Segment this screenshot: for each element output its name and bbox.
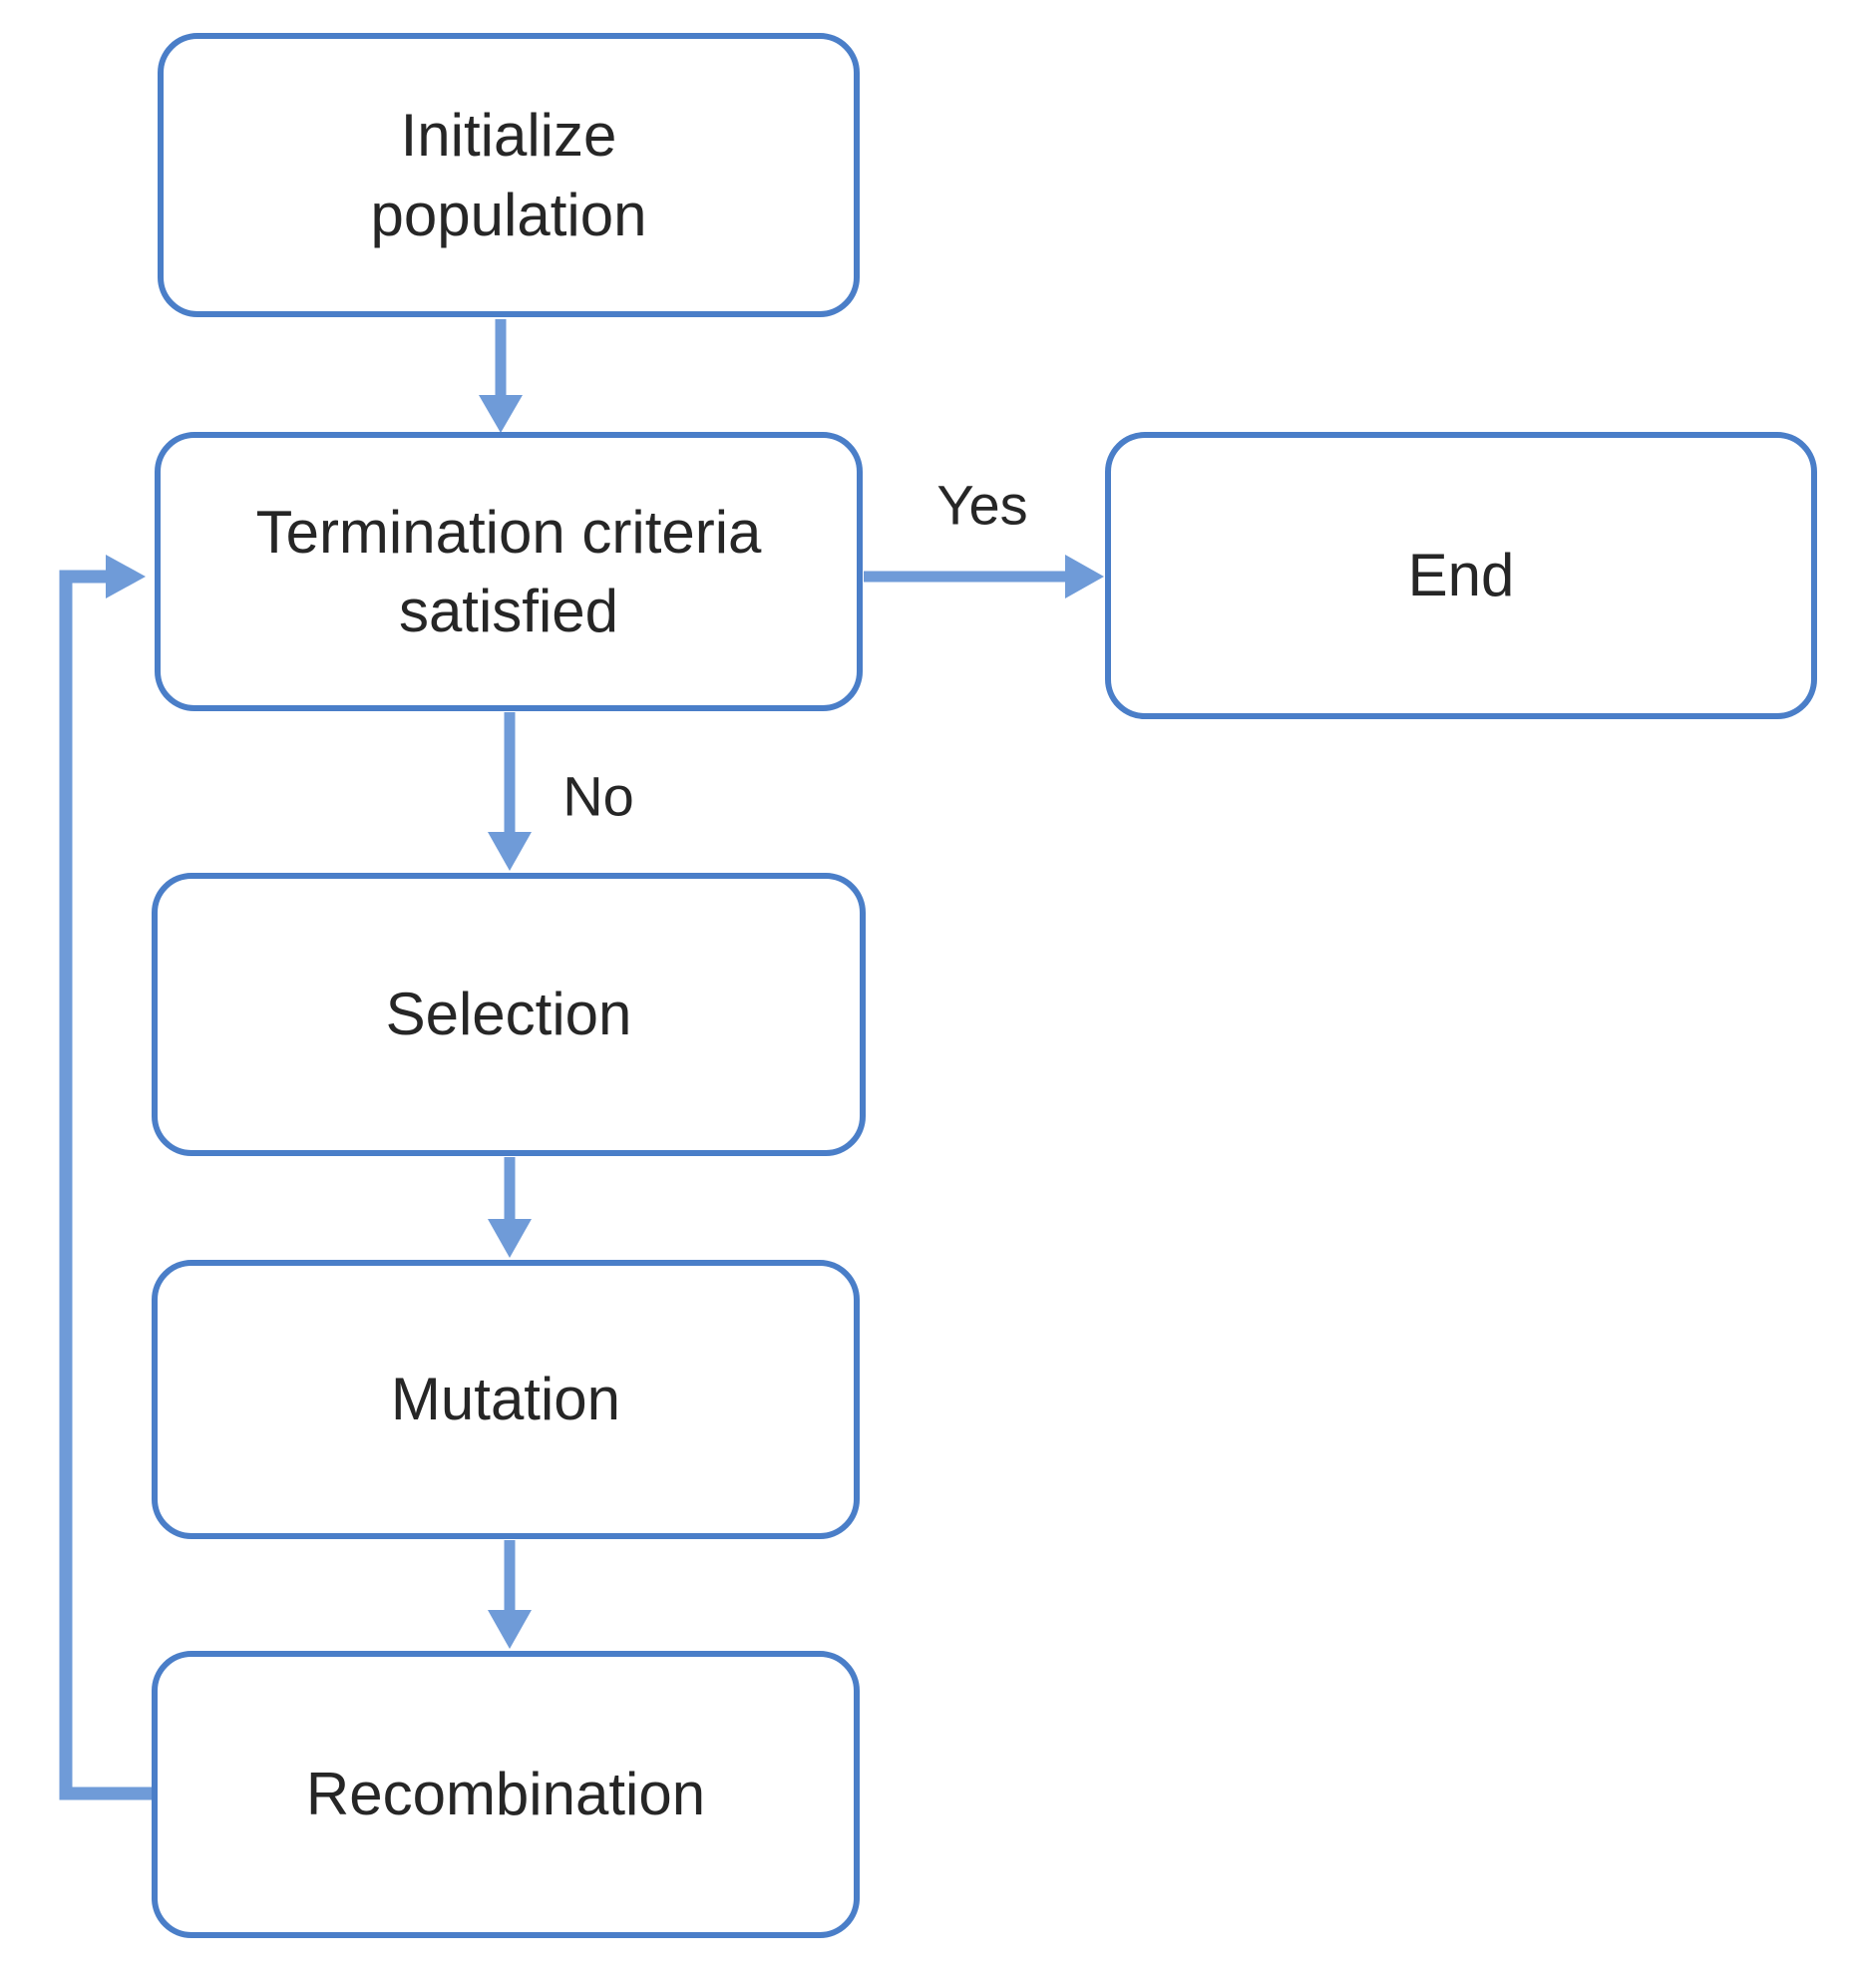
node-recombination-label: Recombination (305, 1761, 706, 1828)
node-initialize-population-label: Initialize population (370, 102, 647, 248)
loop-arrow-shaft (59, 570, 155, 1800)
arrow-down-icon (488, 832, 532, 871)
arrow-initialize-to-termination (479, 319, 523, 433)
arrow-mutation-to-recombination (488, 1540, 532, 1649)
node-mutation-label: Mutation (390, 1366, 621, 1433)
node-end-label: End (1407, 542, 1515, 609)
arrow-selection-to-mutation (488, 1157, 532, 1258)
node-selection-label: Selection (385, 981, 632, 1048)
node-termination-criteria-label: Termination criteria satisfied (255, 498, 762, 644)
node-recombination: Recombination (152, 1651, 860, 1938)
node-termination-criteria: Termination criteria satisfied (155, 432, 863, 711)
arrow-right-icon (106, 555, 146, 598)
arrow-right-icon (1065, 555, 1104, 598)
arrow-down-icon (488, 1219, 532, 1258)
arrow-down-icon (488, 1610, 532, 1649)
node-selection: Selection (152, 873, 866, 1156)
arrow-termination-to-selection-no (488, 712, 532, 871)
node-end: End (1105, 432, 1817, 719)
edge-label-no: No (562, 764, 634, 828)
arrow-recombination-loop-to-termination (59, 555, 155, 1800)
arrow-termination-to-end-yes (864, 555, 1104, 598)
arrow-down-icon (479, 395, 523, 433)
edge-label-yes: Yes (936, 473, 1028, 537)
node-initialize-population: Initialize population (158, 33, 860, 317)
node-mutation: Mutation (152, 1260, 860, 1539)
